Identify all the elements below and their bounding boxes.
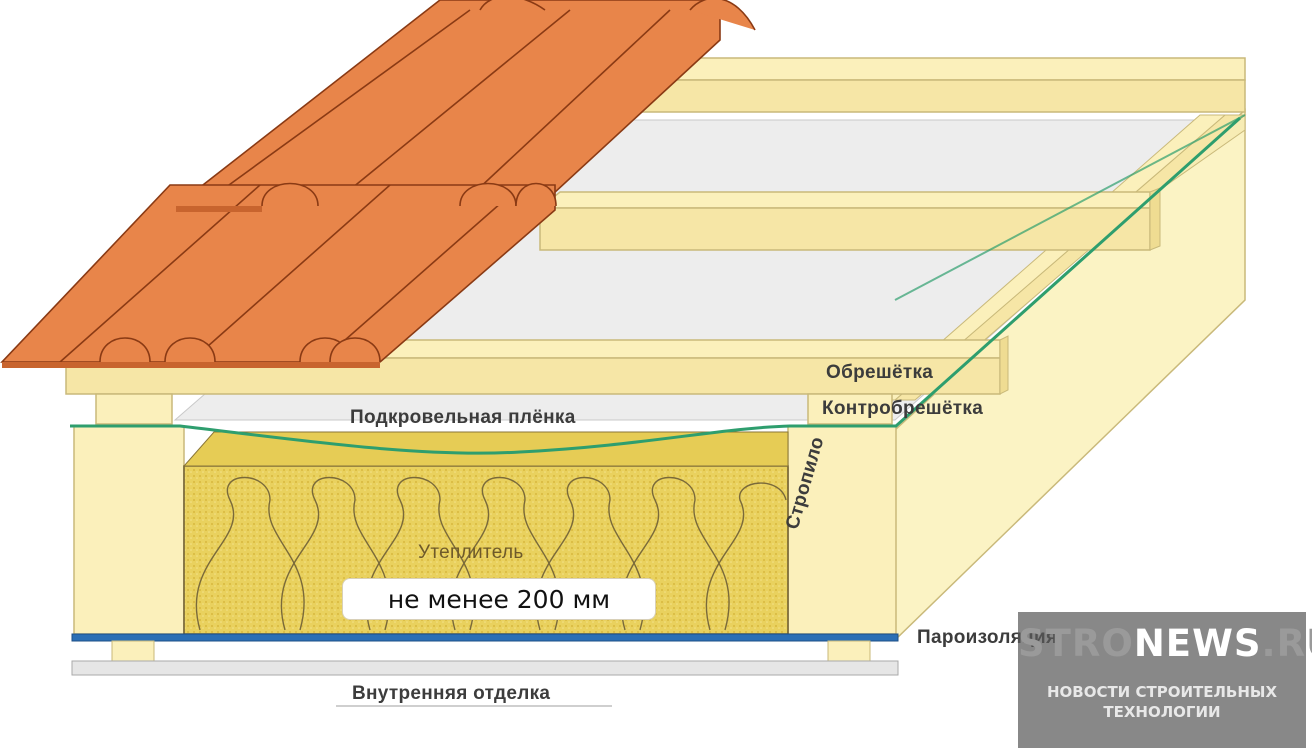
spacer-right [827, 640, 871, 662]
batten-label: Обрешётка [826, 362, 934, 383]
brand-tagline-line1: НОВОСТИ СТРОИТЕЛЬНЫХ [1046, 683, 1278, 701]
brand-logo: STRONEWS.RU [1018, 622, 1312, 665]
vapor-barrier [71, 633, 899, 642]
brand-tagline-line2: ТЕХНОЛОГИИ [1103, 703, 1221, 721]
brand-logo-part3: .RU [1261, 622, 1312, 665]
spacer-left [111, 640, 155, 662]
thickness-text: не менее 200 мм [387, 584, 611, 614]
insulation-pattern [195, 476, 787, 631]
counter-batten-label: Контробрешётка [822, 398, 984, 419]
rafter-right [787, 425, 897, 635]
watermark-badge: STRONEWS.RU НОВОСТИ СТРОИТЕЛЬНЫХ ТЕХНОЛО… [1018, 612, 1312, 748]
membrane-label: Подкровельная плёнка [350, 407, 576, 428]
interior-finish-label: Внутренняя отделка [352, 683, 551, 704]
counter-batten-right-block [807, 393, 893, 425]
batten-middle-top [537, 191, 1151, 209]
brand-logo-part1: STRO [1018, 622, 1134, 665]
membrane-line-back [894, 114, 1246, 301]
counter-batten-left-block [95, 393, 173, 425]
roof-tiles [0, 0, 756, 363]
batten-middle-end [1149, 187, 1161, 251]
tile-edge-front [2, 362, 380, 368]
tile-edge-back [176, 206, 262, 212]
rafter-left [73, 425, 185, 635]
interior-finish-board [71, 660, 899, 676]
membrane-line [70, 116, 1242, 455]
brand-tagline: НОВОСТИ СТРОИТЕЛЬНЫХ ТЕХНОЛОГИИ [1018, 682, 1306, 722]
thickness-callout: не менее 200 мм [343, 579, 655, 619]
insulation-label: Утеплитель [418, 542, 524, 563]
batten-front-end [999, 335, 1009, 395]
brand-logo-part2: NEWS [1133, 622, 1262, 665]
